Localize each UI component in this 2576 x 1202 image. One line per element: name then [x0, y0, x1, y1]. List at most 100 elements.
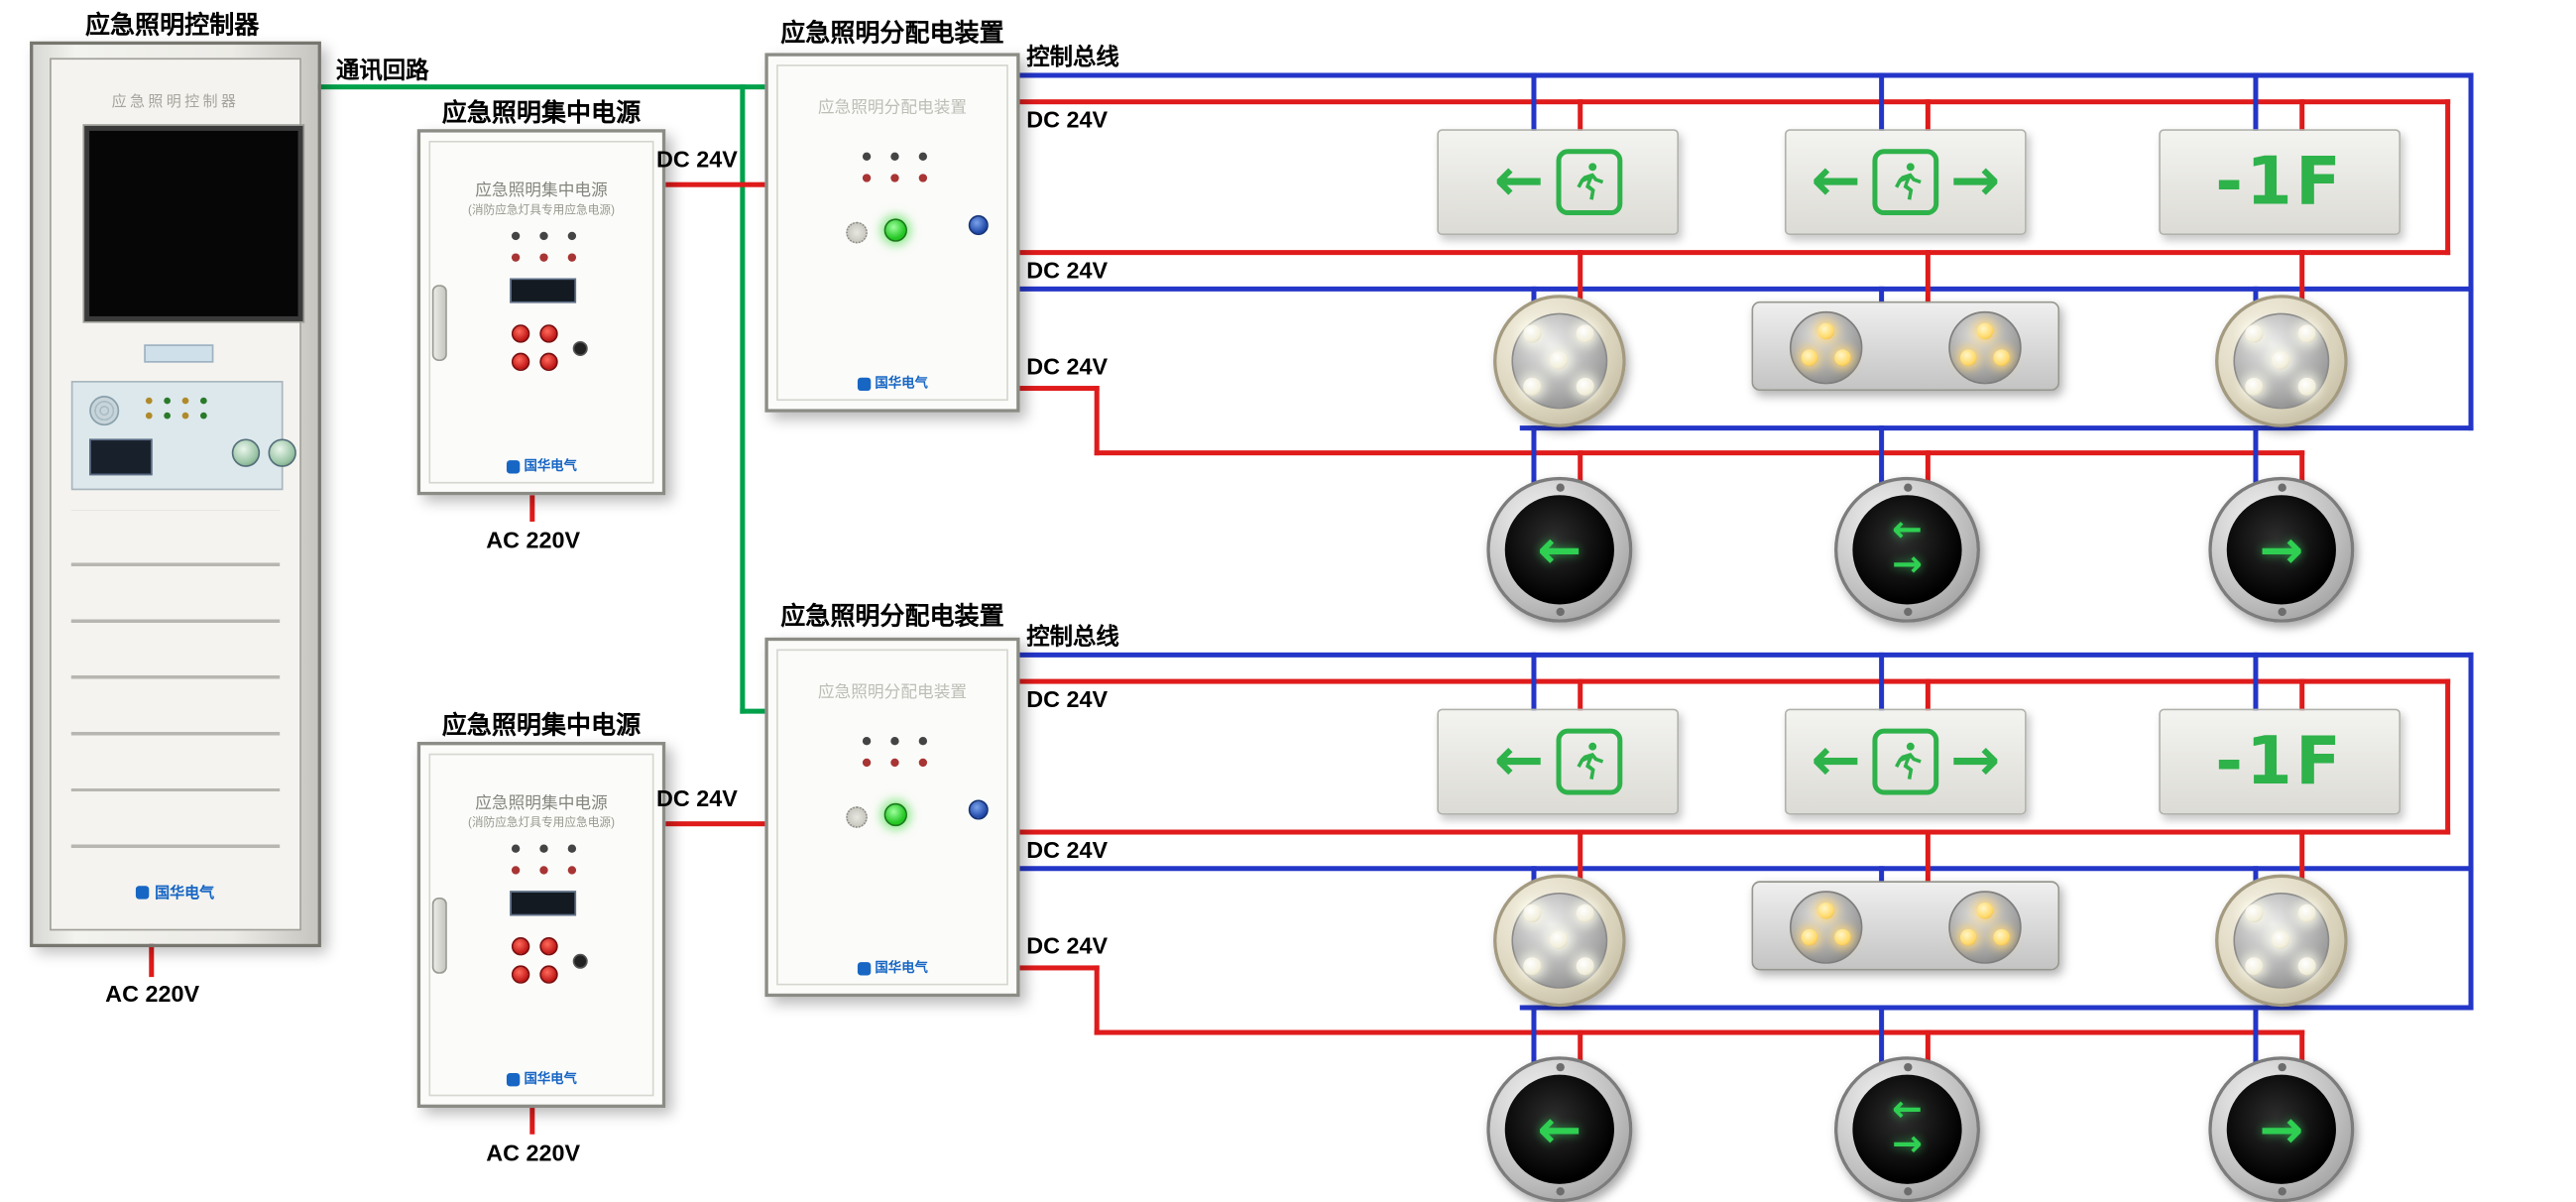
floor-light-right-arrow: →	[2208, 1056, 2355, 1202]
wire-control-bus	[1519, 425, 2474, 431]
arrow-right-glyph: →	[1949, 726, 2001, 795]
arrow-right-glyph: →	[2259, 1098, 2304, 1161]
led-lamp	[1801, 349, 1818, 367]
brand-icon	[857, 961, 871, 975]
wire-dc24v	[1016, 386, 1100, 392]
brand-text: 国华电气	[875, 376, 928, 392]
led-lamp	[1959, 928, 1977, 946]
wire-dc-drop	[2299, 678, 2305, 722]
digital-display	[510, 891, 577, 916]
led-lamp	[2245, 903, 2264, 923]
wire-control-drop	[2253, 1005, 2259, 1078]
status-leds	[862, 152, 928, 182]
eps-title: 应急照明集中电源	[441, 99, 642, 128]
wire-comm-loop	[740, 708, 768, 714]
spot-pot	[1948, 310, 2022, 385]
indicator-leds	[145, 397, 208, 421]
floor-indicator-sign: -1F	[2159, 708, 2401, 815]
brand-text: 国华电气	[155, 884, 215, 902]
led-lamp	[2245, 324, 2264, 343]
arrow-right-glyph: →	[2259, 518, 2304, 582]
wire-dc24v	[655, 181, 768, 187]
status-leds	[511, 231, 577, 262]
dc-bus-label: DC 24V	[1026, 836, 1109, 863]
led-lamp	[2297, 324, 2316, 343]
led-lamp	[1576, 957, 1594, 976]
wire-dc-drop	[1925, 829, 1931, 897]
wire-dc-drop	[1578, 450, 1583, 499]
controller-cabinet: 应急照明控制器 国华电气	[30, 41, 321, 948]
control-buttons	[511, 937, 558, 984]
wire-ac220v	[529, 491, 535, 522]
distribution-unit: 应急照明分配电装置 国华电气	[764, 53, 1020, 413]
control-buttons	[511, 324, 558, 372]
led-lamp	[1549, 930, 1569, 949]
wire-dc-drop	[1925, 99, 1931, 143]
floor-light-lens: ← →	[1852, 1074, 1962, 1184]
wire-dc24v	[1094, 450, 2305, 456]
wire-control-drop	[1879, 1005, 1885, 1078]
dist-title: 应急照明分配电装置	[780, 20, 1004, 49]
wire-control-drop	[2253, 425, 2259, 499]
dc-bus-label: DC 24V	[1026, 932, 1109, 959]
led-lamp	[1801, 928, 1818, 946]
eps-dc-label: DC 24V	[656, 784, 738, 812]
running-man-icon	[1872, 149, 1939, 216]
led-lamp	[1959, 349, 1977, 367]
dc-bus-label: DC 24V	[1026, 256, 1109, 284]
floor-label: -1F	[2215, 723, 2345, 800]
exit-sign-left-arrow: ←	[1437, 129, 1680, 236]
led-lamp	[2297, 377, 2316, 397]
distribution-unit: 应急照明分配电装置 国华电气	[764, 637, 1020, 998]
wire-dc24v	[1016, 678, 2451, 684]
eps-power-label: AC 220V	[486, 1139, 581, 1166]
control-bus-label: 控制总线	[1026, 622, 1119, 650]
led-lamp	[1576, 377, 1594, 397]
controller-title: 应急照明控制器	[84, 11, 260, 41]
wire-control-drop	[1879, 425, 1885, 499]
wire-dc-drop	[2299, 829, 2305, 897]
led-lamp	[1993, 928, 2011, 946]
lock-knob	[968, 799, 989, 820]
wire-control-drop	[1879, 72, 1885, 143]
arrow-left-glyph: ←	[1892, 510, 1923, 552]
brand-logo: 国华电气	[52, 881, 299, 902]
led-lamp	[2245, 377, 2264, 397]
round-downlight	[2215, 295, 2348, 427]
status-leds	[511, 844, 577, 875]
wire-control-drop	[1879, 652, 1885, 722]
twin-spot-light	[1751, 300, 2060, 392]
led-lamp	[1523, 324, 1542, 343]
arrow-left-glyph: ←	[1892, 1089, 1923, 1132]
wire-dc-drop	[1925, 250, 1931, 316]
round-downlight	[1493, 874, 1626, 1008]
round-downlight	[1493, 295, 1626, 427]
led-lamp	[2271, 350, 2290, 370]
wire-dc-drop	[1578, 1029, 1583, 1078]
wire-dc24v	[655, 821, 768, 827]
cabinet-panel-title: 应急照明控制器	[111, 92, 240, 110]
brand-icon	[506, 459, 520, 473]
wire-comm-loop	[740, 84, 746, 714]
brand-icon	[506, 1072, 520, 1086]
wire-dc-drop	[2299, 250, 2305, 316]
floor-light-right-arrow: →	[2208, 476, 2355, 623]
lock-knob	[968, 215, 989, 236]
wire-dc-drop	[1925, 450, 1931, 499]
control-knob	[268, 438, 296, 467]
wire-control-bus	[2468, 72, 2474, 431]
eps-panel-title: 应急照明集中电源	[475, 794, 608, 813]
control-knob	[231, 438, 261, 467]
spot-pot	[1948, 891, 2022, 964]
control-panel	[70, 381, 296, 491]
exit-sign-double-arrow: ← →	[1784, 708, 2027, 815]
led-lamp	[2297, 957, 2316, 976]
power-led	[883, 218, 907, 242]
led-lamp	[1834, 349, 1851, 367]
spot-pot	[1789, 310, 1863, 385]
floor-indicator-sign: -1F	[2159, 129, 2401, 236]
control-bus-label: 控制总线	[1026, 43, 1119, 70]
dc-bus-label: DC 24V	[1026, 685, 1109, 712]
floor-light-lens: ← →	[1852, 495, 1962, 605]
wire-control-bus	[1016, 866, 2474, 872]
